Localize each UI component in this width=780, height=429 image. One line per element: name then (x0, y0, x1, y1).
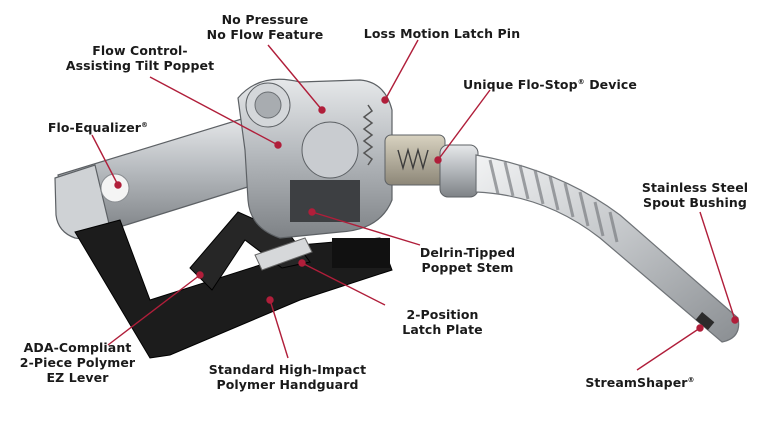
label-flo-stop-line1: Unique Flo-Stop (463, 77, 578, 92)
leader-streamshaper (636, 327, 701, 371)
label-latch-plate-line1: 2-Position (406, 307, 479, 322)
label-handguard-line2: Polymer Handguard (216, 377, 359, 392)
label-ada-line2: 2-Piece Polymer (19, 355, 136, 370)
label-ada-line3: EZ Lever (46, 370, 109, 385)
leader-dot-delrin (308, 208, 316, 216)
leader-dot-flo-stop (434, 156, 442, 164)
leader-dot-latch-plate (298, 259, 306, 267)
body-cap-inner (254, 91, 282, 119)
leader-flow-control (149, 76, 279, 146)
leader-dot-latch-pin (381, 96, 389, 104)
leader-spout-bushing (699, 211, 736, 321)
label-ada: ADA-Compliant 2-Piece Polymer EZ Lever (10, 340, 145, 385)
leader-dot-spout-bushing (731, 316, 739, 324)
leader-latch-plate (301, 262, 386, 306)
streamshaper-part (695, 312, 715, 330)
leader-no-pressure (267, 44, 323, 111)
leader-dot-flo-equalizer (114, 181, 122, 189)
label-flo-stop-suffix: Device (584, 77, 637, 92)
label-flo-equalizer: Flo-Equalizer® (38, 118, 158, 135)
label-spout-bushing: Stainless Steel Spout Bushing (630, 180, 760, 210)
label-no-pressure: No Pressure No Flow Feature (195, 12, 335, 42)
latch-plate-part (254, 237, 313, 271)
label-streamshaper: StreamShaper® (575, 373, 705, 390)
label-flo-equalizer-line1: Flo-Equalizer (47, 120, 142, 135)
label-no-pressure-line1: No Pressure (221, 12, 309, 27)
latch-pin-spring (362, 104, 374, 166)
spout-collar (439, 144, 479, 198)
label-handguard: Standard High-Impact Polymer Handguard (205, 362, 370, 392)
spout-spring (488, 159, 619, 243)
label-flow-control-line2: Assisting Tilt Poppet (65, 58, 215, 73)
label-delrin: Delrin-Tipped Poppet Stem (405, 245, 530, 275)
label-flow-control: Flow Control- Assisting Tilt Poppet (60, 43, 220, 73)
leader-flo-equalizer (91, 134, 119, 186)
label-spout-bushing-line1: Stainless Steel (641, 180, 749, 195)
leader-delrin (311, 211, 421, 246)
flo-equalizer-part (100, 173, 130, 203)
label-flo-equalizer-reg: ® (141, 121, 149, 129)
label-flo-stop-reg: ® (577, 78, 585, 86)
no-pressure-valve (301, 121, 359, 179)
label-streamshaper-line1: StreamShaper (585, 375, 688, 390)
label-handguard-line1: Standard High-Impact (208, 362, 367, 377)
leader-dot-no-pressure (318, 106, 326, 114)
body-dark-insert (332, 238, 390, 268)
leader-latch-pin (384, 39, 419, 101)
label-streamshaper-reg: ® (687, 376, 695, 384)
flo-stop-spring (397, 147, 429, 171)
label-flow-control-line1: Flow Control- (92, 43, 188, 58)
label-delrin-line1: Delrin-Tipped (419, 245, 516, 260)
cutaway-chamber (290, 180, 360, 222)
leader-flo-stop (437, 89, 491, 161)
label-latch-plate-line2: Latch Plate (402, 322, 483, 337)
label-latch-pin-line1: Loss Motion Latch Pin (363, 26, 521, 41)
leader-lines (91, 39, 739, 371)
leader-dot-ada (196, 271, 204, 279)
leader-ada (107, 274, 201, 346)
label-latch-pin: Loss Motion Latch Pin (352, 26, 532, 41)
label-ada-line1: ADA-Compliant (23, 340, 132, 355)
label-no-pressure-line2: No Flow Feature (206, 27, 324, 42)
leader-handguard (269, 299, 289, 359)
leader-dot-flow-control (274, 141, 282, 149)
leader-dot-handguard (266, 296, 274, 304)
label-spout-bushing-line2: Spout Bushing (643, 195, 747, 210)
label-latch-plate: 2-Position Latch Plate (390, 307, 495, 337)
label-delrin-line2: Poppet Stem (421, 260, 514, 275)
leader-dot-streamshaper (696, 324, 704, 332)
nozzle-illustration (54, 78, 740, 359)
label-flo-stop: Unique Flo-Stop® Device (455, 75, 645, 92)
